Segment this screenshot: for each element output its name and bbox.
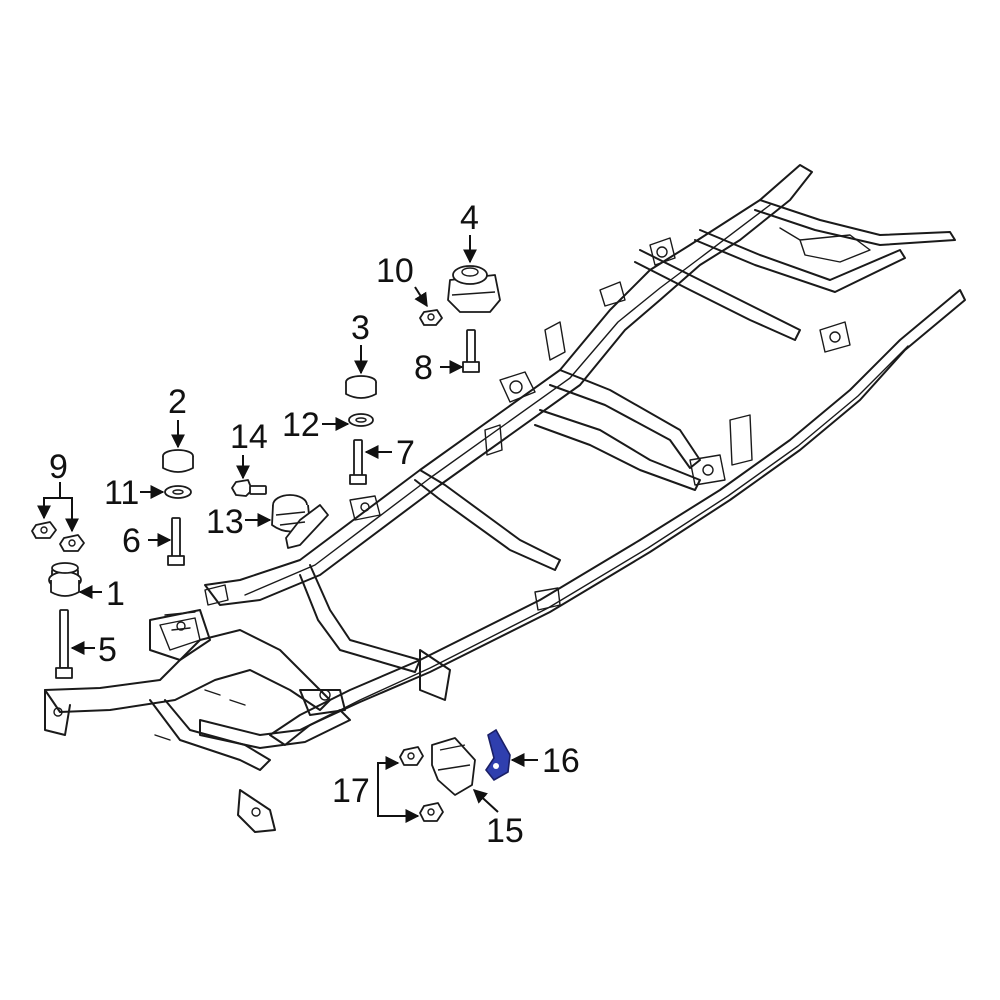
callout-15: 15 xyxy=(486,812,524,850)
callout-4: 4 xyxy=(460,199,479,237)
callout-9: 9 xyxy=(49,448,68,486)
callout-3: 3 xyxy=(351,309,370,347)
callout-17: 17 xyxy=(332,772,370,810)
part-7-bolt[interactable] xyxy=(349,439,367,485)
part-4-mount[interactable] xyxy=(447,265,501,313)
vehicle-frame xyxy=(44,164,966,833)
callout-10: 10 xyxy=(376,252,414,290)
callout-13: 13 xyxy=(206,503,244,541)
callout-2: 2 xyxy=(168,383,187,421)
part-1-body-mount[interactable] xyxy=(48,562,82,597)
callout-11: 11 xyxy=(104,474,139,512)
part-11-washer[interactable] xyxy=(164,485,192,499)
part-8-bolt[interactable] xyxy=(462,329,480,373)
leader-lines xyxy=(37,235,538,823)
part-9-nuts[interactable] xyxy=(31,521,85,552)
part-12-washer[interactable] xyxy=(348,413,374,427)
part-2-cushion[interactable] xyxy=(162,449,194,473)
callout-1: 1 xyxy=(106,575,125,613)
callout-14: 14 xyxy=(230,418,268,456)
part-15-bracket[interactable] xyxy=(431,737,476,796)
callout-12: 12 xyxy=(282,406,320,444)
part-3-cushion[interactable] xyxy=(345,375,377,399)
callout-16: 16 xyxy=(542,742,580,780)
part-17-nuts[interactable] xyxy=(399,746,444,822)
part-5-bolt[interactable] xyxy=(55,609,73,679)
callout-7: 7 xyxy=(396,434,415,472)
part-14-bolt[interactable] xyxy=(231,479,267,497)
part-6-bolt[interactable] xyxy=(167,517,185,566)
part-10-nut[interactable] xyxy=(419,309,443,326)
part-13-mount[interactable] xyxy=(271,494,329,549)
callout-6: 6 xyxy=(122,522,141,560)
callout-labels: 1 2 3 4 5 6 7 8 9 10 11 12 13 14 15 16 1… xyxy=(49,199,580,850)
part-16-bracket-highlighted[interactable] xyxy=(485,728,511,782)
callout-8: 8 xyxy=(414,349,433,387)
callout-5: 5 xyxy=(98,631,117,669)
